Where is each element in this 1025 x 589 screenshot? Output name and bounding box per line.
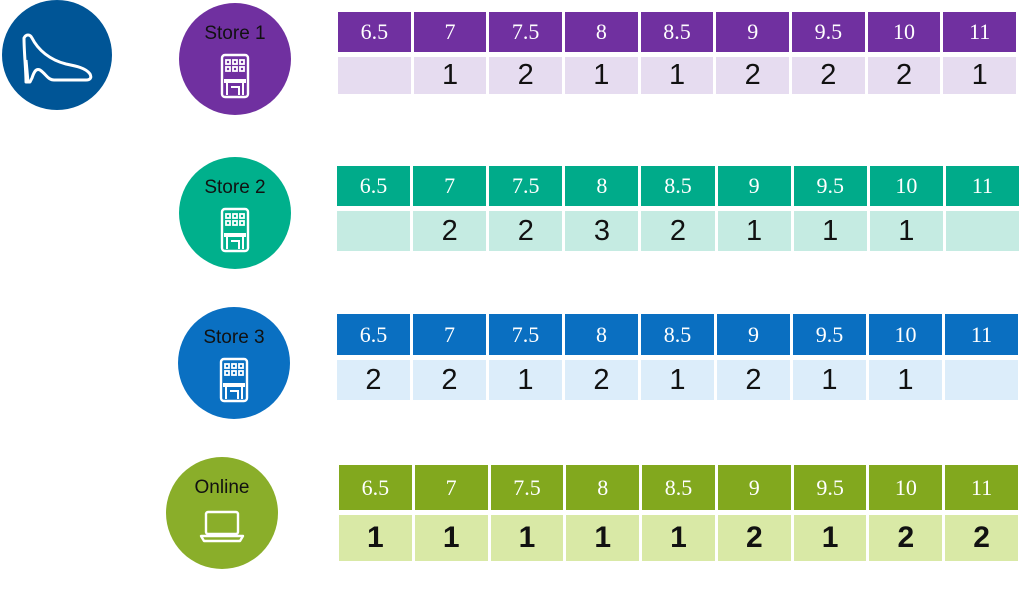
high-heel-shoe-icon (22, 33, 93, 84)
size-cell: 8 (565, 314, 641, 355)
size-cell: 6.5 (339, 465, 415, 510)
quantity-cell (945, 211, 1019, 251)
size-cell: 9 (717, 314, 793, 355)
size-cell: 7.5 (489, 314, 565, 355)
shoe-badge (2, 0, 112, 110)
quantity-cell: 1 (339, 515, 415, 561)
size-cell: 6.5 (337, 166, 414, 206)
size-cell: 8.5 (641, 166, 718, 206)
quantity-cell: 1 (642, 515, 718, 561)
store-1-badge: Store 1 (179, 3, 291, 115)
store-building-icon (219, 53, 251, 104)
store-3-label: Store 3 (203, 327, 265, 348)
size-cell: 8 (566, 465, 643, 510)
size-cell: 9.5 (793, 465, 870, 510)
online-badge: Online (166, 457, 278, 569)
size-cell: 8.5 (640, 12, 717, 52)
store-3-badge: Store 3 (178, 307, 290, 419)
size-cell: 11 (945, 314, 1018, 355)
size-cell: 9 (716, 12, 793, 52)
size-cell: 8 (565, 166, 642, 206)
size-cell: 6.5 (338, 12, 414, 52)
size-cell: 7 (413, 12, 490, 52)
quantity-cell: 2 (413, 360, 489, 400)
quantity-cell: 1 (490, 515, 567, 561)
size-cell: 9 (717, 465, 794, 510)
quantity-cell (338, 57, 414, 94)
quantity-cell: 1 (869, 360, 945, 400)
size-cell: 10 (867, 12, 944, 52)
store-2-label: Store 2 (204, 177, 266, 198)
quantity-cell: 2 (337, 360, 413, 400)
size-cell: 11 (945, 465, 1019, 510)
store-building-icon (218, 357, 250, 408)
quantity-cell: 1 (793, 211, 870, 251)
quantity-cell: 2 (489, 57, 566, 94)
quantity-cell: 3 (565, 211, 642, 251)
size-cell: 8 (565, 12, 641, 52)
size-cell: 9.5 (793, 166, 870, 206)
size-cell: 7.5 (489, 166, 566, 206)
store-building-icon (219, 207, 251, 258)
quantity-cell: 2 (945, 515, 1019, 561)
quantity-cell: 1 (489, 360, 565, 400)
quantity-cell: 2 (716, 57, 793, 94)
size-cell: 7 (413, 166, 490, 206)
size-cell: 6.5 (337, 314, 413, 355)
size-cell: 9 (717, 166, 794, 206)
quantity-cell: 2 (717, 515, 794, 561)
quantity-cell: 2 (869, 515, 946, 561)
laptop-icon (199, 509, 245, 548)
quantity-cell: 1 (869, 211, 946, 251)
size-cell: 9.5 (792, 12, 868, 52)
quantity-cell: 1 (943, 57, 1017, 94)
quantity-cell: 1 (566, 515, 643, 561)
size-cell: 11 (945, 166, 1019, 206)
quantity-cell: 1 (793, 515, 870, 561)
quantity-cell: 2 (867, 57, 944, 94)
quantity-cell: 2 (565, 360, 641, 400)
store-2-badge: Store 2 (179, 157, 291, 269)
quantity-cell (945, 360, 1018, 400)
quantity-cell: 2 (641, 211, 718, 251)
quantity-cell: 2 (717, 360, 793, 400)
size-cell: 7.5 (489, 12, 566, 52)
size-cell: 7.5 (490, 465, 567, 510)
online-label: Online (194, 477, 250, 498)
quantity-cell: 1 (413, 57, 490, 94)
size-cell: 9.5 (793, 314, 869, 355)
size-cell: 10 (869, 314, 945, 355)
size-cell: 8.5 (642, 465, 718, 510)
quantity-cell: 2 (489, 211, 566, 251)
quantity-cell: 2 (413, 211, 490, 251)
size-cell: 10 (869, 465, 946, 510)
size-cell: 7 (414, 465, 491, 510)
size-cell: 11 (943, 12, 1017, 52)
quantity-cell: 2 (792, 57, 868, 94)
quantity-cell: 1 (414, 515, 491, 561)
size-cell: 7 (413, 314, 489, 355)
size-cell: 10 (869, 166, 946, 206)
quantity-cell: 1 (640, 57, 717, 94)
quantity-cell: 1 (641, 360, 717, 400)
size-cell: 8.5 (641, 314, 717, 355)
quantity-cell (337, 211, 414, 251)
quantity-cell: 1 (793, 360, 869, 400)
quantity-cell: 1 (565, 57, 641, 94)
store-1-label: Store 1 (204, 23, 266, 44)
quantity-cell: 1 (717, 211, 794, 251)
